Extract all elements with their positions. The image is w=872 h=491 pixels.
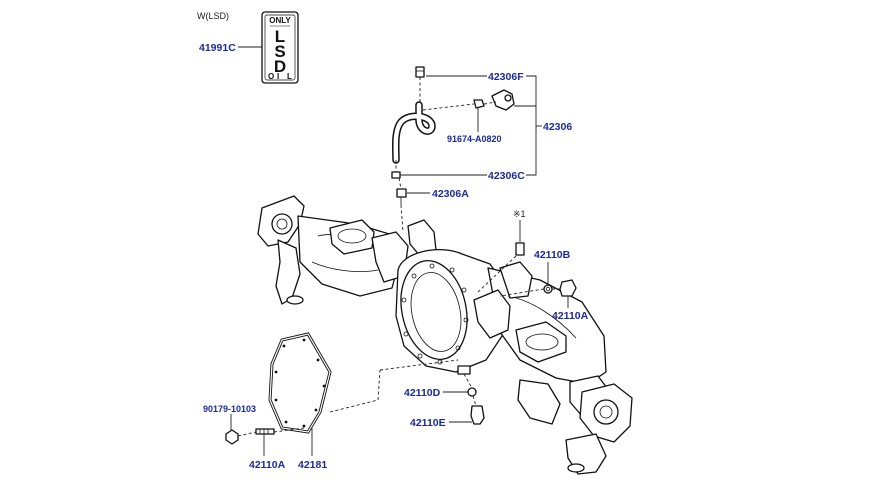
part-number-90179-10103[interactable]: 90179-10103	[203, 404, 256, 414]
drain-plug-gasket	[467, 387, 477, 397]
carrier-cover-gasket	[268, 332, 332, 434]
lsd-letter-2: S	[274, 42, 285, 61]
lsd-label-top: ONLY	[269, 16, 291, 25]
note-mark: ※1	[513, 209, 526, 219]
part-number-42306C[interactable]: 42306C	[488, 170, 525, 182]
lsd-letter-1: L	[275, 27, 285, 46]
part-number-42306F[interactable]: 42306F	[488, 71, 524, 83]
lsd-oil-letter-1: O	[268, 72, 274, 81]
lsd-oil-letter-2: I	[277, 72, 279, 81]
part-number-42181[interactable]: 42181	[298, 459, 327, 471]
part-number-42110A-right[interactable]: 42110A	[552, 310, 589, 322]
part-number-42110A-bottom[interactable]: 42110A	[249, 459, 286, 471]
lsd-oil-label: ONLY L S D O I L	[261, 11, 299, 84]
fill-plug-tag	[515, 242, 525, 256]
part-number-42110E[interactable]: 42110E	[410, 417, 446, 429]
cover-nut	[225, 429, 239, 445]
part-number-42306[interactable]: 42306	[543, 121, 572, 133]
drain-plug	[470, 405, 485, 425]
part-number-91674-A0820[interactable]: 91674-A0820	[447, 134, 502, 144]
breather-hose-assembly	[391, 66, 515, 233]
part-number-42110D[interactable]: 42110D	[404, 387, 441, 399]
variant-note: W(LSD)	[197, 11, 229, 21]
lsd-oil-letter-3: L	[287, 72, 292, 81]
part-number-42110B[interactable]: 42110B	[534, 249, 571, 261]
part-number-42306A[interactable]: 42306A	[432, 188, 469, 200]
lsd-letter-3: D	[274, 57, 286, 76]
fill-plug	[559, 279, 577, 297]
part-number-41991C[interactable]: 41991C	[199, 42, 236, 54]
cover-stud-bolt	[255, 428, 275, 435]
fill-plug-gasket	[543, 284, 553, 294]
rear-axle-housing	[257, 195, 633, 475]
